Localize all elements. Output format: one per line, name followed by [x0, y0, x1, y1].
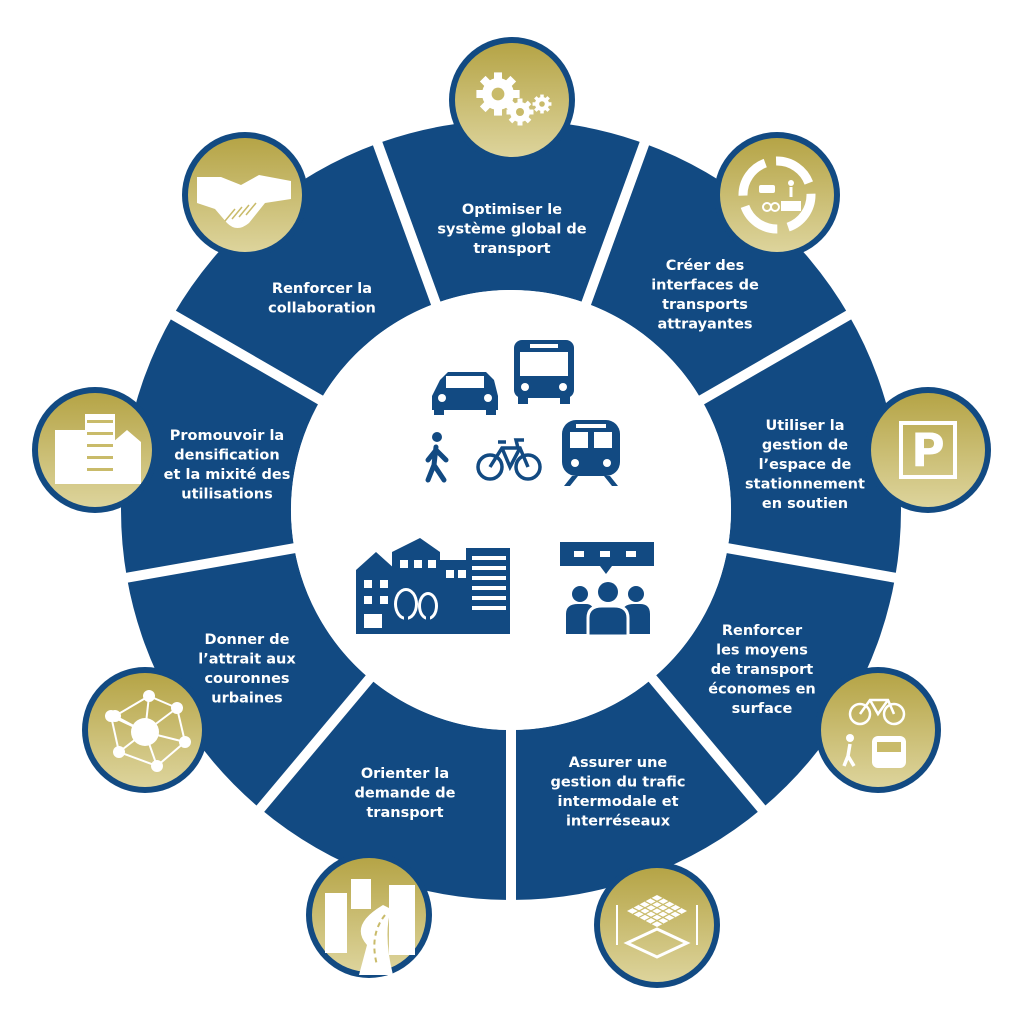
label-line: l’espace de [759, 457, 852, 473]
label-line: économes en [708, 682, 815, 698]
label-line: en soutien [762, 496, 848, 512]
label-line: utilisations [181, 487, 272, 503]
segment-label: Renforcer la collaboration [268, 281, 376, 317]
label-line: et la mixité des [164, 467, 291, 483]
buildings-icon [55, 414, 141, 484]
badge-network [82, 667, 208, 793]
segment-divider [253, 671, 377, 816]
label-line: intermodale et [557, 794, 678, 810]
badge-layers-grid [594, 862, 720, 988]
badge-bike-pedestrian-train [815, 667, 941, 793]
label-line: de transport [711, 662, 814, 678]
segment-divider [371, 137, 443, 310]
label-line: Renforcer la [272, 281, 372, 297]
badge-handshake [182, 132, 308, 258]
road-city-icon [325, 879, 415, 975]
label-line: Orienter la [361, 766, 449, 782]
label-line: Optimiser le [462, 202, 562, 218]
segment-label: Orienter la demande de transport [355, 766, 456, 821]
label-line: les moyens [716, 643, 808, 659]
segment-divider [121, 542, 301, 584]
ring-segment [260, 678, 511, 900]
ring-segment [701, 315, 901, 578]
bike-pedestrian-train-icon [842, 698, 906, 768]
badge-buildings [32, 387, 158, 513]
badge-parking: P [865, 387, 991, 513]
label-line: transports [662, 297, 748, 313]
label-line: Assurer une [569, 755, 668, 771]
segment-label: Donner de l’attrait aux couronnes urbaines [198, 632, 296, 707]
ring-segment [173, 143, 436, 400]
svg-text:P: P [911, 423, 945, 477]
label-line: transport [366, 805, 443, 821]
label-line: Promouvoir la [170, 428, 284, 444]
segment-divider [579, 137, 651, 310]
city-buildings-icon [356, 538, 510, 634]
people-discussion-icon [560, 542, 654, 638]
car-icon [432, 372, 498, 415]
label-line: gestion de [762, 438, 848, 454]
label-line: Utiliser la [765, 418, 844, 434]
segment-label: Assurer une gestion du trafic intermodale … [550, 755, 685, 830]
label-line: système global de [437, 222, 586, 238]
cycle-arrows-icon [738, 156, 816, 234]
gears-icon [476, 72, 552, 126]
label-line: Renforcer [722, 623, 803, 639]
segment-divider [694, 308, 856, 407]
label-line: l’attrait aux [198, 652, 296, 668]
layers-grid-icon [616, 895, 698, 959]
label-line: transport [473, 241, 550, 257]
label-line: stationnement [745, 477, 865, 493]
label-line: couronnes [204, 671, 289, 687]
ring-segment [511, 678, 762, 900]
segment-label: Renforcer les moyens de transport économes … [708, 623, 815, 717]
pedestrian-icon [425, 432, 449, 483]
ring-segment [120, 315, 321, 578]
ring-segment [377, 120, 645, 304]
segment-divider [721, 542, 901, 584]
handshake-icon [197, 175, 291, 228]
label-line: demande de [355, 786, 456, 802]
label-line: surface [732, 701, 793, 717]
icon-badges: P [32, 37, 991, 988]
segment-divider [645, 671, 769, 816]
label-line: attrayantes [657, 317, 752, 333]
label-line: collaboration [268, 301, 376, 317]
segment-label: Créer des interfaces de transports attrayan… [651, 258, 759, 333]
segment-divider [166, 308, 328, 407]
badge-cycle-arrows [714, 132, 840, 258]
center-circle [291, 290, 731, 730]
label-line: Créer des [666, 258, 745, 274]
label-line: gestion du trafic [550, 775, 685, 791]
network-icon [105, 690, 191, 772]
label-line: densification [174, 448, 279, 464]
badge-gears [449, 37, 575, 163]
segment-label: Promouvoir la densification et la mixité d… [164, 428, 291, 503]
bus-icon [514, 340, 574, 404]
label-line: interfaces de [651, 278, 759, 294]
label-line: urbaines [211, 691, 282, 707]
bicycle-icon [476, 438, 542, 481]
label-line: Donner de [205, 632, 290, 648]
segment-label: Utiliser la gestion de l’espace de stationn… [745, 418, 865, 512]
ring-segment [586, 143, 849, 400]
segment-label: Optimiser le système global de transport [437, 202, 586, 257]
label-line: interréseaux [566, 814, 671, 830]
train-icon [562, 420, 620, 486]
parking-icon: P [899, 421, 957, 479]
badge-road-city [306, 852, 432, 978]
center-illustration [356, 340, 654, 638]
